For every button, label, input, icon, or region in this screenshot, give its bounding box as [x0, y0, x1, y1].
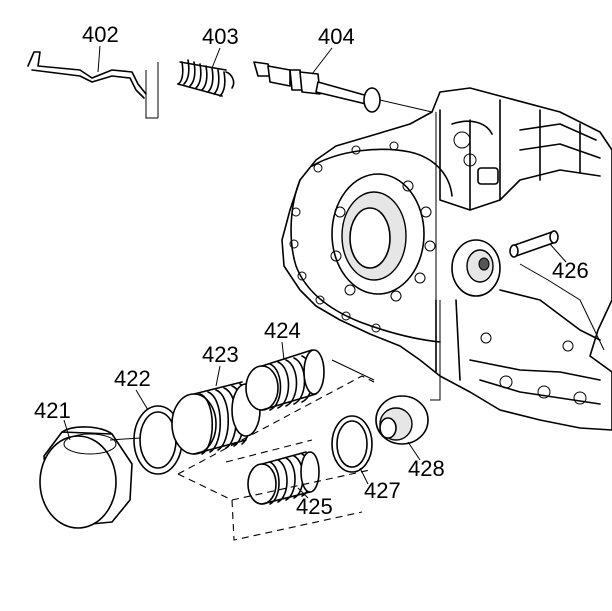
callout-428: 428: [408, 456, 445, 481]
leader-lines: [63, 45, 567, 499]
part-402-link: [27, 51, 159, 119]
part-424-spring: [245, 349, 325, 411]
callout-423: 423: [202, 342, 239, 367]
transmission-case: [281, 87, 612, 431]
callout-424: 424: [264, 318, 301, 343]
part-428-piston: [375, 395, 429, 445]
callout-403: 403: [202, 24, 239, 49]
assembly-lines: [109, 112, 605, 541]
callout-422: 422: [114, 366, 151, 391]
part-427-ring: [331, 415, 373, 473]
callout-402: 402: [82, 22, 119, 47]
callout-421: 421: [34, 398, 71, 423]
callout-427: 427: [364, 478, 401, 503]
part-403-spring: [177, 59, 235, 97]
callout-labels: 402 403 404 421 422 423 424 425 426 427 …: [34, 22, 589, 519]
part-426-pin: [509, 230, 559, 258]
part-404-rod: [253, 61, 433, 113]
callout-404: 404: [318, 24, 355, 49]
callout-425: 425: [296, 494, 333, 519]
part-421-piston: [39, 426, 133, 529]
callout-426: 426: [552, 258, 589, 283]
